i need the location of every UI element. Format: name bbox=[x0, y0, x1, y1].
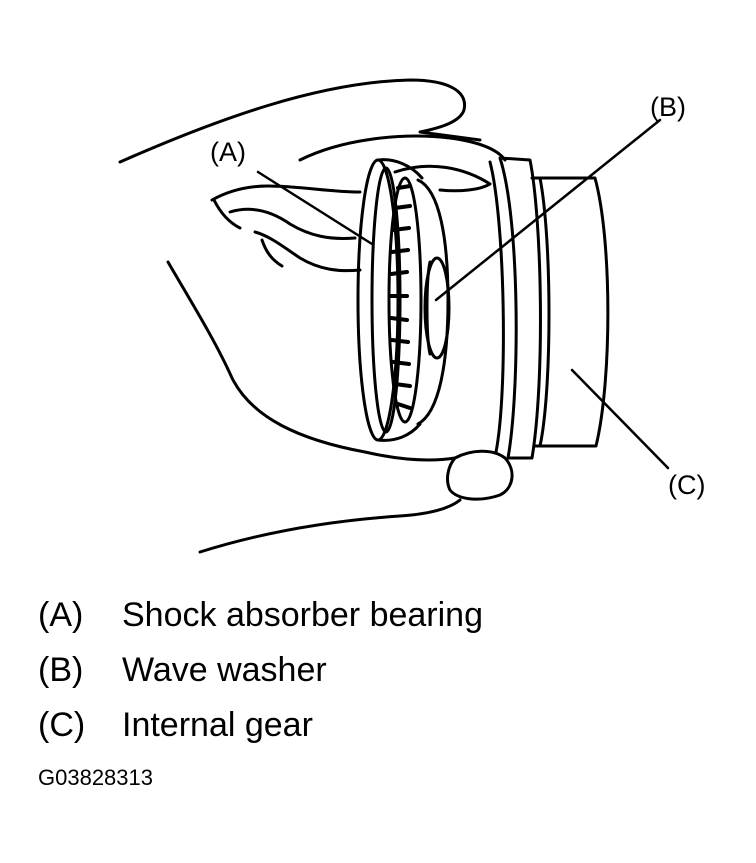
bearing-in-hand-illustration bbox=[118, 78, 670, 554]
hand-knuckle-2 bbox=[260, 238, 284, 268]
hand-crease-2 bbox=[228, 207, 357, 240]
leader-line-c bbox=[570, 368, 670, 470]
wave-washer-lip bbox=[425, 260, 432, 356]
callout-label-a: (A) bbox=[210, 137, 246, 167]
figure-identifier: G03828313 bbox=[38, 765, 153, 790]
internal-gear-body-edge bbox=[538, 176, 551, 448]
hand-wrist bbox=[198, 498, 462, 554]
bearing-rollers bbox=[389, 184, 412, 410]
internal-gear-collar bbox=[498, 156, 542, 460]
hand-finger-top bbox=[298, 134, 507, 162]
bearing-outer-ring-inner-edge bbox=[370, 166, 402, 434]
legend-item-c: (C) Internal gear bbox=[38, 706, 313, 744]
hand-thumb bbox=[446, 449, 514, 501]
callout-label-b: (B) bbox=[650, 92, 686, 122]
legend-text: Shock absorber bearing bbox=[122, 596, 484, 634]
legend-code: (A) bbox=[38, 596, 84, 634]
leader-line-b bbox=[434, 118, 662, 302]
wave-washer bbox=[423, 256, 451, 360]
legend-item-b: (B) Wave washer bbox=[38, 651, 327, 689]
internal-gear-collar-face bbox=[488, 160, 505, 454]
leader-line-a bbox=[256, 170, 374, 246]
bearing-inner-face bbox=[416, 178, 450, 426]
legend-text: Wave washer bbox=[122, 651, 327, 689]
bearing-edge-top bbox=[376, 158, 424, 180]
legend-text: Internal gear bbox=[122, 706, 313, 744]
legend-item-a: (A) Shock absorber bearing bbox=[38, 596, 483, 634]
callout-label-c: (C) bbox=[668, 470, 706, 500]
bearing-roller-band bbox=[387, 176, 423, 424]
bearing-edge-bottom bbox=[376, 422, 422, 442]
internal-gear-body bbox=[530, 176, 610, 448]
legend-code: (B) bbox=[38, 651, 84, 689]
hand-crease-1 bbox=[210, 184, 362, 202]
hand-crease-3 bbox=[253, 230, 362, 273]
legend-code: (C) bbox=[38, 706, 86, 744]
hand-finger-mid bbox=[393, 164, 492, 193]
hand-knuckle bbox=[212, 198, 242, 230]
hand-outline bbox=[118, 78, 482, 164]
hand-palm-outline bbox=[166, 260, 457, 462]
